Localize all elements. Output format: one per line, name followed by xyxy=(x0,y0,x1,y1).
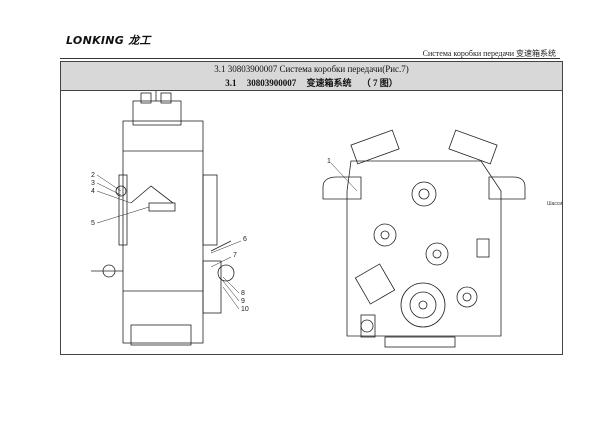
header-divider xyxy=(60,58,560,59)
side-view-drawing xyxy=(91,91,235,346)
callout-3: 3 xyxy=(91,180,95,187)
callout-1: 1 xyxy=(327,158,331,165)
callout-8: 8 xyxy=(241,290,245,297)
callout-4: 4 xyxy=(91,188,95,195)
callout-2: 2 xyxy=(91,172,95,179)
figure-part-name: 变速箱系统 xyxy=(306,78,352,88)
figure-title-russian: 3.1 30803900007 Система коробки передачи… xyxy=(214,64,409,74)
callout-10: 10 xyxy=(241,306,249,313)
title-band: 3.1 30803900007 Система коробки передачи… xyxy=(61,62,562,91)
figure-section-number: 3.1 xyxy=(225,78,237,88)
section-title: Система коробки передачи 变速箱系统 xyxy=(422,49,556,58)
figure-part-code: 30803900007 xyxy=(246,78,297,88)
brand-logo: LONKING 龙工 xyxy=(66,33,151,47)
callout-5: 5 xyxy=(91,220,95,227)
callout-leaders xyxy=(96,162,358,310)
callout-6: 6 xyxy=(243,236,247,243)
callout-9: 9 xyxy=(241,298,245,305)
callout-7: 7 xyxy=(233,252,237,259)
chassis-label: Шасси xyxy=(547,201,563,207)
figure-number: （ 7 图） xyxy=(361,78,398,88)
front-view-drawing xyxy=(322,129,526,348)
figure-frame: 3.1 30803900007 Система коробки передачи… xyxy=(60,61,563,355)
figure-title-chinese: 3.1 30803900007 变速箱系统 （ 7 图） xyxy=(61,76,562,89)
transmission-drawing: 2 3 4 5 6 7 8 9 10 1 xyxy=(91,91,526,348)
brand-name: LONKING 龙工 xyxy=(66,34,151,47)
